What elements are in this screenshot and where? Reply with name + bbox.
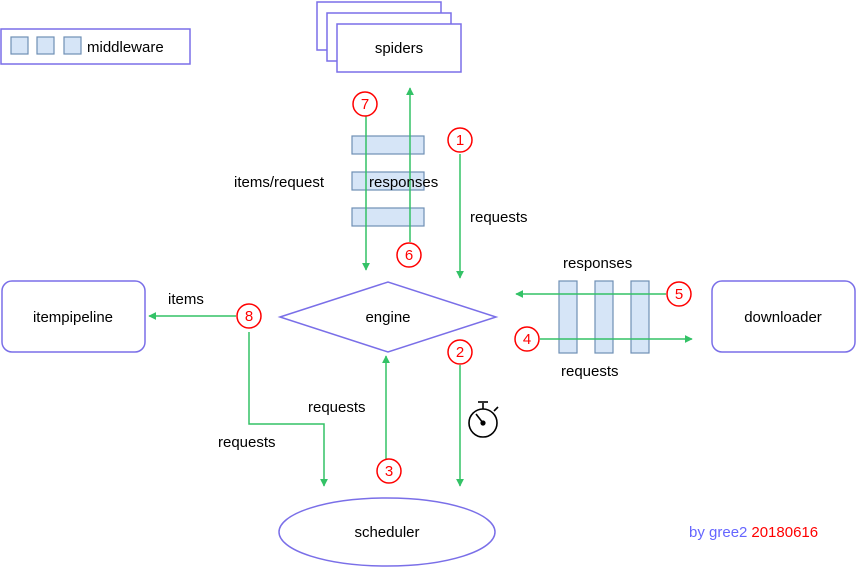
downloader-node[interactable]: downloader [711, 280, 856, 353]
step-circle [376, 458, 402, 484]
legend: middleware [0, 28, 191, 65]
step-number-4: 4 [523, 331, 531, 348]
edge-label-items: items [168, 291, 204, 308]
spider-middleware [351, 135, 425, 227]
downloader-middleware [558, 280, 650, 354]
engine-node[interactable]: engine [277, 281, 499, 353]
spiders-label: spiders [375, 40, 423, 57]
step-circle [352, 91, 378, 117]
downloader-middleware-bar [594, 280, 614, 354]
flow-arrows [148, 87, 693, 487]
step-number-6: 6 [405, 247, 413, 264]
stopwatch-icon [468, 401, 499, 438]
edge-label-spider-requests: requests [470, 209, 528, 226]
step-number-5: 5 [675, 286, 683, 303]
spider-middleware-bar [351, 207, 425, 227]
step-circle [236, 303, 262, 329]
edge-label-items-request: items/request [234, 174, 325, 191]
itempipeline-label: itempipeline [33, 309, 113, 326]
spider-middleware-bar [351, 171, 425, 191]
legend-middleware-swatch [63, 36, 82, 55]
step-circle [447, 127, 473, 153]
step-number-3: 3 [385, 463, 393, 480]
scheduler-label: scheduler [354, 524, 419, 541]
step-number-7: 7 [361, 96, 369, 113]
step-number-2: 2 [456, 344, 464, 361]
step-markers [236, 91, 692, 484]
spider-middleware-bar [351, 135, 425, 155]
downloader-middleware-bar [630, 280, 650, 354]
arrow-requests-to-scheduler [248, 332, 328, 487]
edge-label-downloader-requests: requests [561, 363, 619, 380]
credit-date: 20180616 [751, 524, 818, 541]
downloader-middleware-bar [558, 280, 578, 354]
scheduler-node[interactable]: scheduler [278, 497, 496, 567]
step-circle [447, 339, 473, 365]
legend-box [0, 28, 191, 65]
legend-label: middleware [87, 39, 164, 56]
step-circle [666, 281, 692, 307]
itempipeline-node[interactable]: itempipeline [1, 280, 146, 353]
step-circle [514, 326, 540, 352]
edge-label-pipeline-requests: requests [218, 434, 276, 451]
legend-middleware-swatch [36, 36, 55, 55]
downloader-label: downloader [744, 309, 822, 326]
edge-label-downloader-responses: responses [563, 255, 632, 272]
step-circle [396, 242, 422, 268]
step-number-8: 8 [245, 308, 253, 325]
spiders-node[interactable]: spiders [316, 1, 462, 73]
step-number-1: 1 [456, 132, 464, 149]
credit-author: by gree2 [689, 524, 747, 541]
edge-label-scheduler-requests: requests [308, 399, 366, 416]
edge-label-spider-responses: responses [369, 174, 438, 191]
legend-middleware-swatch [10, 36, 29, 55]
engine-label: engine [365, 309, 410, 326]
